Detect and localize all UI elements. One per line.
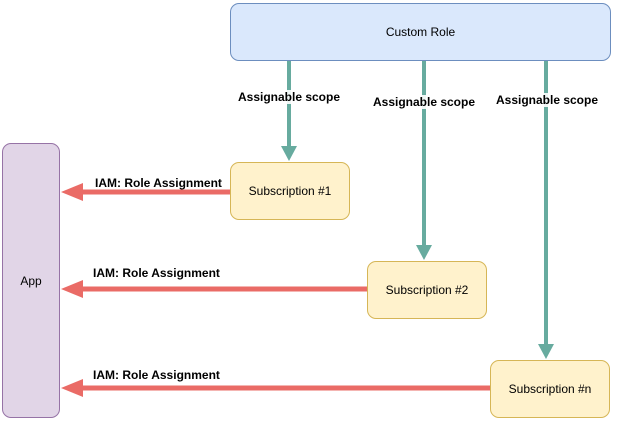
assignable-scope-label-2: Assignable scope <box>371 95 477 109</box>
subscription-1-label: Subscription #1 <box>248 184 332 198</box>
custom-role-label: Custom Role <box>385 25 456 39</box>
iam-role-assignment-label-3: IAM: Role Assignment <box>93 368 220 382</box>
iam-role-assignment-label-2: IAM: Role Assignment <box>93 266 220 280</box>
assignable-scope-label-3: Assignable scope <box>494 93 600 107</box>
subscription-2-node: Subscription #2 <box>367 261 487 319</box>
custom-role-node: Custom Role <box>230 3 611 61</box>
iam-role-assignment-label-1: IAM: Role Assignment <box>95 176 222 190</box>
assignable-scope-arrow-1 <box>281 61 297 161</box>
iam-role-assignment-arrow-1 <box>61 183 230 201</box>
assignable-scope-arrow-3 <box>538 61 554 359</box>
subscription-n-label: Subscription #n <box>508 382 592 396</box>
app-label: App <box>20 273 42 288</box>
subscription-n-node: Subscription #n <box>490 360 610 418</box>
assignable-scope-arrow-2 <box>416 61 432 260</box>
iam-role-assignment-arrow-2 <box>61 280 367 298</box>
iam-role-assignment-arrow-3 <box>61 379 490 397</box>
app-node: App <box>2 143 60 418</box>
subscription-1-node: Subscription #1 <box>230 162 350 220</box>
assignable-scope-label-1: Assignable scope <box>236 90 342 104</box>
subscription-2-label: Subscription #2 <box>385 283 469 297</box>
